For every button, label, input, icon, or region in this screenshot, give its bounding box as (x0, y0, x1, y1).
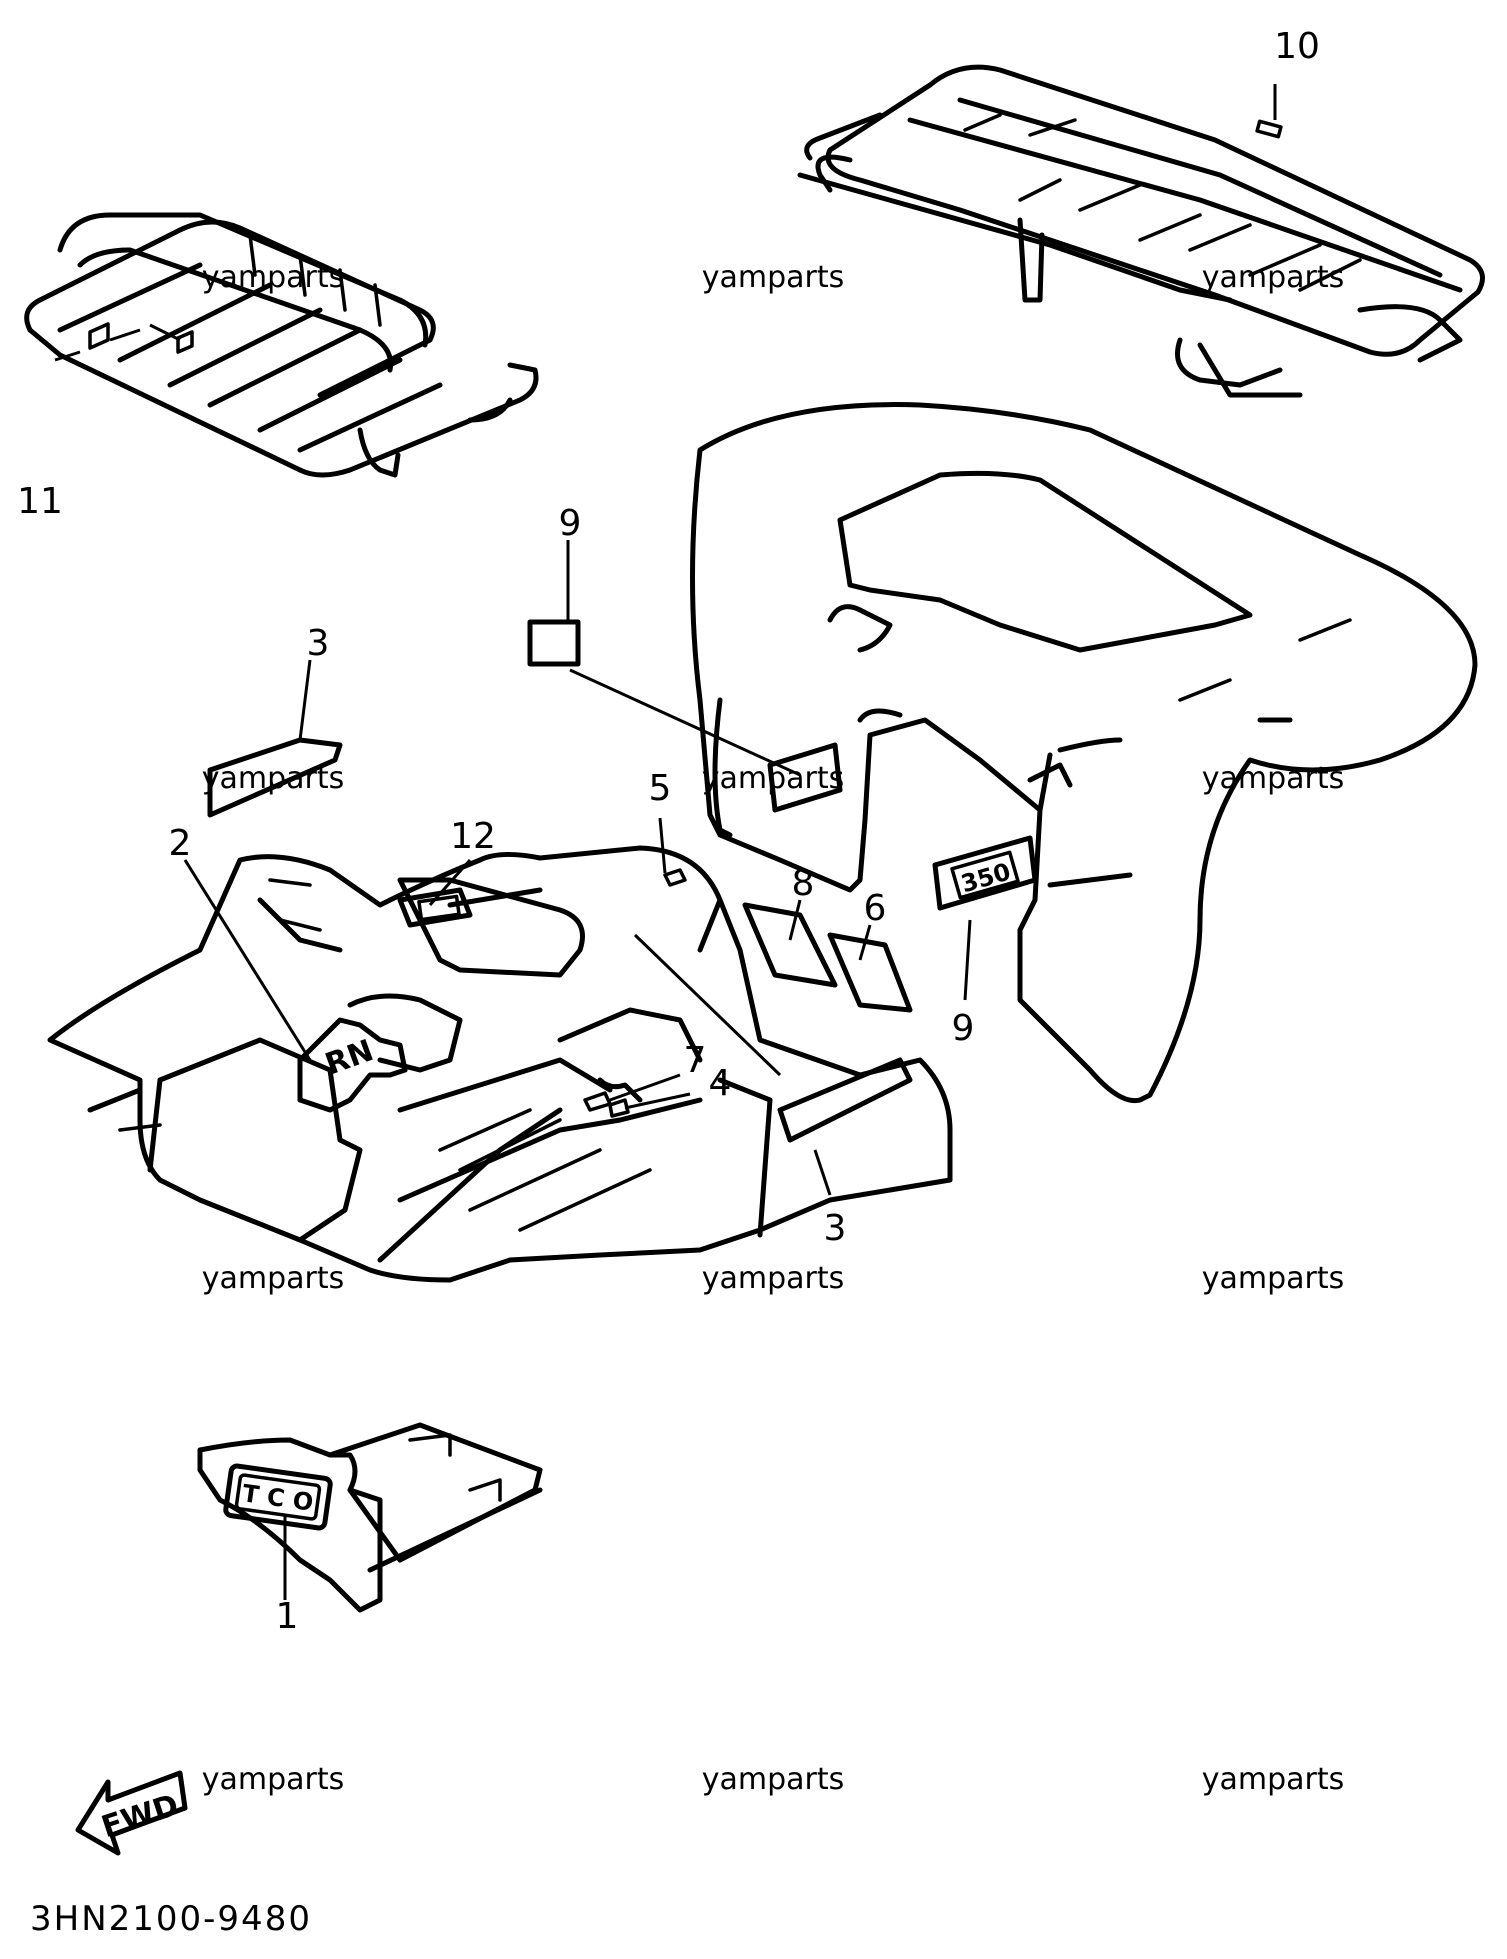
callout-numbers: 10 11 9 3 2 12 5 8 6 7 4 3 9 1 (17, 26, 1320, 1637)
watermark: yamparts (202, 1762, 345, 1797)
callout-6: 6 (864, 888, 887, 929)
callout-10: 10 (1274, 26, 1320, 67)
callout-2: 2 (169, 823, 192, 864)
watermark: yamparts (702, 1762, 845, 1797)
emblem-tco: T C O (223, 1463, 333, 1531)
fwd-arrow: FWD (75, 1770, 188, 1856)
watermark: yamparts (1202, 260, 1345, 295)
watermark: yamparts (1202, 1261, 1345, 1296)
callout-1: 1 (276, 1596, 299, 1637)
callout-9b: 9 (952, 1008, 975, 1049)
watermarks: yamparts yamparts yamparts yamparts yamp… (202, 260, 1345, 1797)
decal-350: 350 (932, 835, 1038, 911)
front-fender: RN (47, 619, 953, 1283)
rear-fender: 350 (569, 402, 1478, 1104)
watermark: yamparts (202, 260, 345, 295)
callout-5: 5 (649, 768, 672, 809)
watermark: yamparts (702, 1261, 845, 1296)
watermark: yamparts (202, 761, 345, 796)
watermark: yamparts (1202, 761, 1345, 796)
diagram-code: 3HN2100-9480 (30, 1899, 312, 1939)
callout-9a: 9 (559, 503, 582, 544)
callout-3b: 3 (824, 1208, 847, 1249)
callout-4: 4 (709, 1063, 732, 1104)
callout-7: 7 (684, 1040, 707, 1081)
watermark: yamparts (702, 260, 845, 295)
leader-lines (183, 540, 972, 1600)
callout-3a: 3 (307, 623, 330, 664)
front-panel: T C O (197, 1422, 543, 1613)
front-carrier (24, 212, 539, 478)
rear-carrier (797, 64, 1485, 398)
callout-12: 12 (450, 816, 496, 857)
callout-8: 8 (792, 863, 815, 904)
watermark: yamparts (1202, 1762, 1345, 1797)
watermark: yamparts (702, 761, 845, 796)
watermark: yamparts (202, 1261, 345, 1296)
callout-11: 11 (17, 481, 63, 522)
